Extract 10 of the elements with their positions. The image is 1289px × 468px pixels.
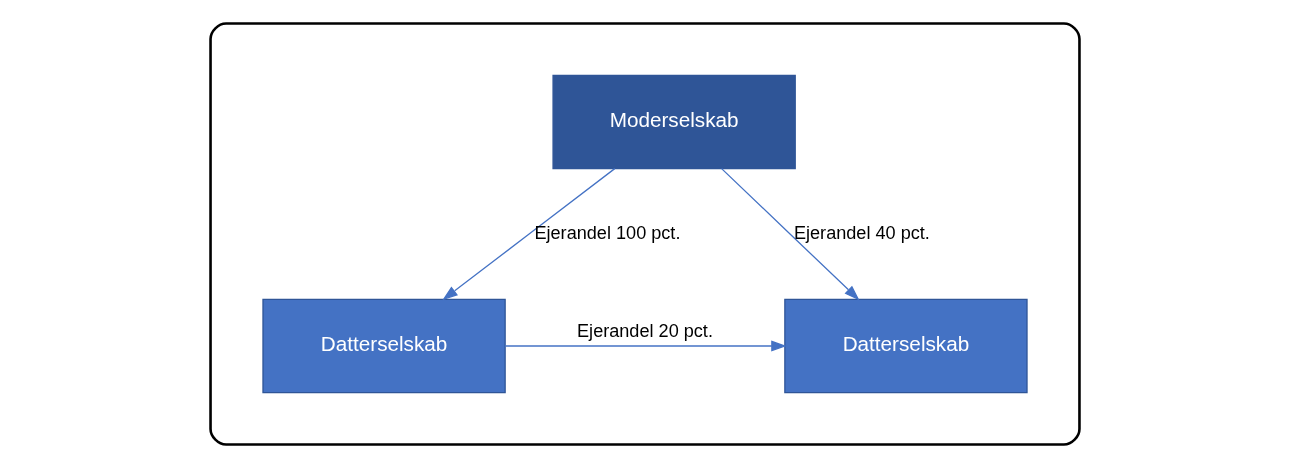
cluster bbox=[208, 22, 1081, 446]
edge-label: Ejerandel 20 pct. bbox=[576, 321, 713, 342]
edge-label: Ejerandel 100 pct. bbox=[533, 222, 680, 243]
node-box: Moderselskab bbox=[551, 74, 796, 170]
arrow bbox=[504, 340, 787, 352]
node-box: Datterselskab bbox=[261, 298, 506, 394]
arrow bbox=[720, 168, 860, 301]
edge-label: Ejerandel 40 pct. bbox=[793, 222, 930, 243]
arrow bbox=[441, 168, 615, 301]
node-box: Datterselskab bbox=[783, 298, 1028, 394]
